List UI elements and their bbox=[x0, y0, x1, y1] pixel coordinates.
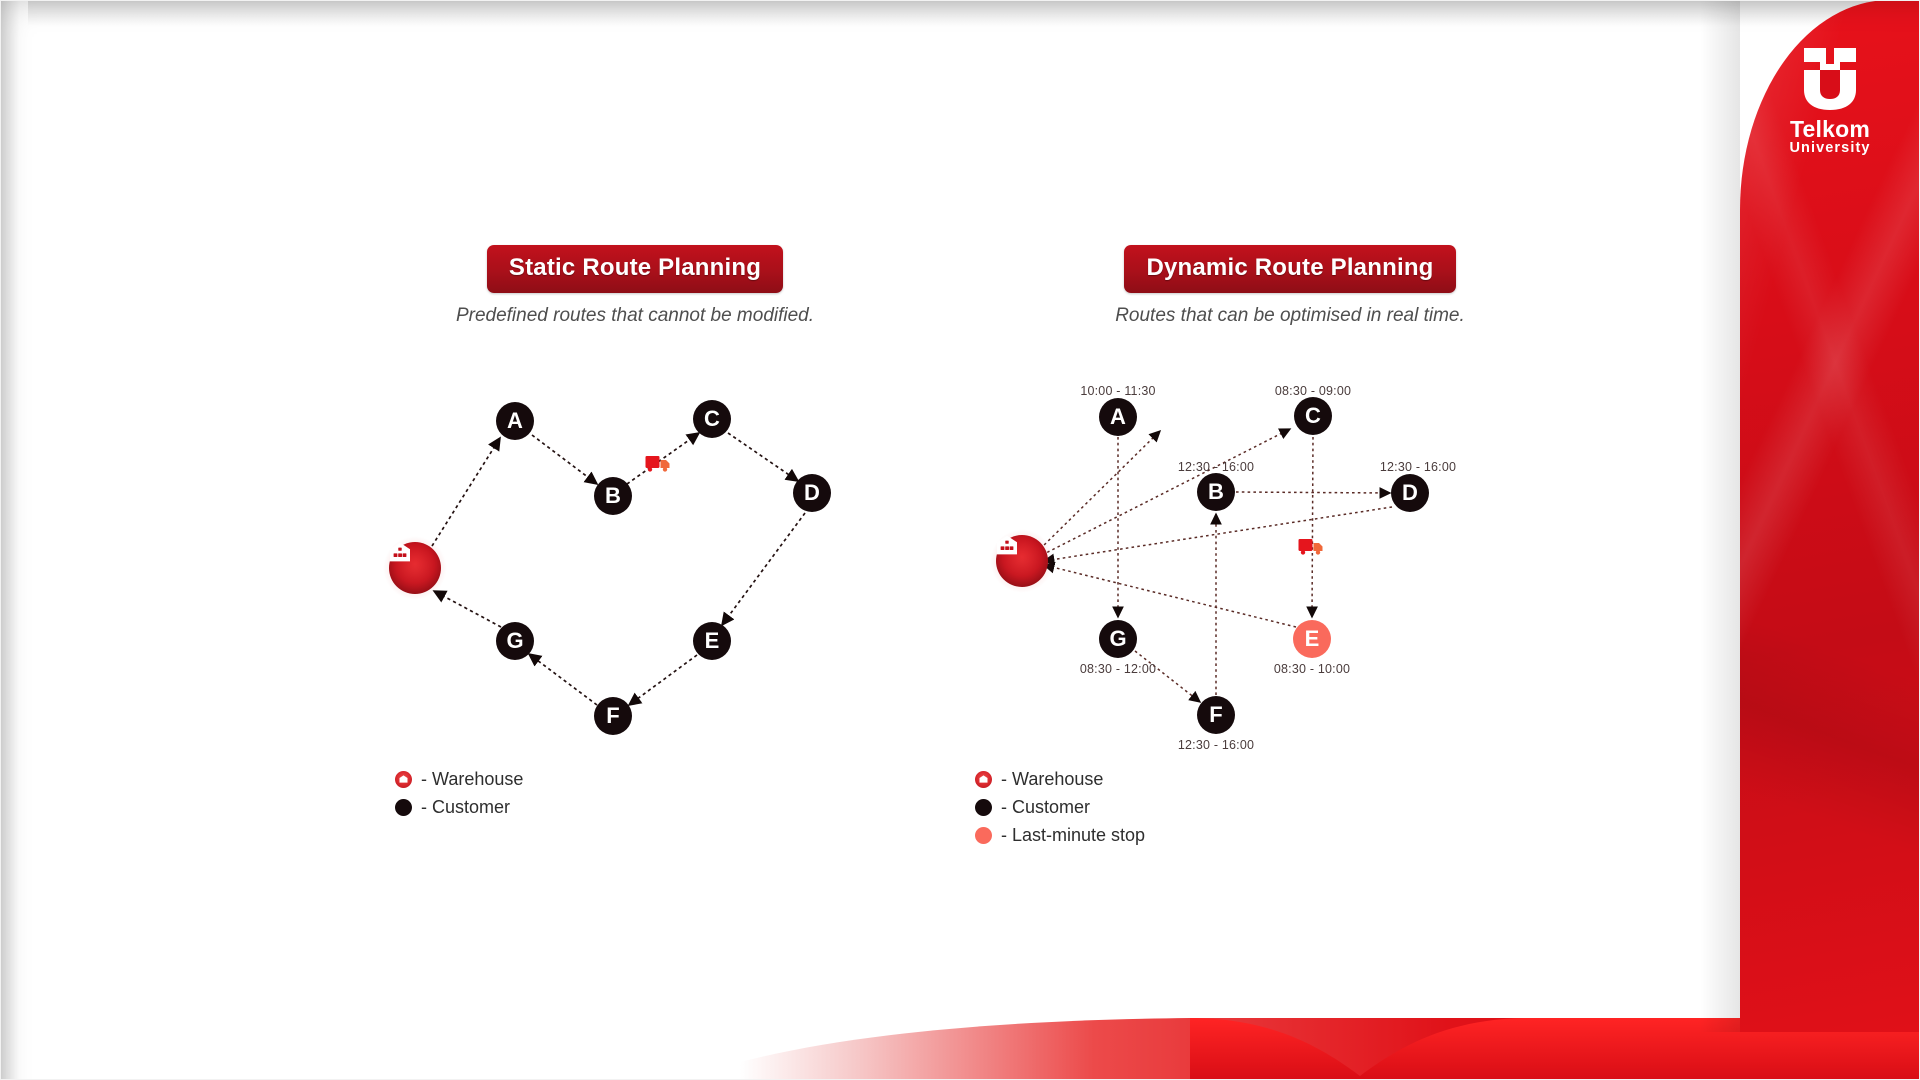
static-node-E[interactable]: E bbox=[693, 622, 731, 660]
warehouse-glow bbox=[382, 535, 448, 601]
static-node-C[interactable]: C bbox=[693, 400, 731, 438]
warehouse-icon bbox=[390, 542, 410, 562]
edge-E-W bbox=[1042, 561, 1297, 628]
bottom-ribbon bbox=[0, 950, 1920, 1080]
dynamic-route-panel: Dynamic Route Planning Routes that can b… bbox=[960, 245, 1620, 885]
edge-C-E bbox=[1306, 436, 1318, 619]
customer-dot-icon bbox=[975, 798, 992, 816]
static-edge-group bbox=[431, 432, 806, 707]
static-node-warehouse[interactable] bbox=[382, 535, 448, 601]
dynamic-edge-group bbox=[1039, 428, 1393, 703]
legend-item-customer: - Customer bbox=[395, 793, 523, 821]
slide-frame-left bbox=[0, 0, 28, 1080]
dynamic-node-B[interactable]: B bbox=[1197, 473, 1235, 511]
dynamic-title-badge: Dynamic Route Planning bbox=[1124, 245, 1456, 293]
edge-G-W bbox=[432, 590, 502, 628]
static-node-F[interactable]: F bbox=[594, 697, 632, 735]
dynamic-node-C[interactable]: C bbox=[1294, 397, 1332, 435]
static-title-row: Static Route Planning bbox=[355, 245, 915, 293]
legend-item-warehouse: - Warehouse bbox=[975, 765, 1145, 793]
legend-label-customer: - Customer bbox=[421, 796, 511, 817]
time-window-A: 10:00 - 11:30 bbox=[1080, 384, 1156, 398]
last-minute-dot-icon bbox=[975, 826, 992, 844]
static-route-graph: A B C D E F G bbox=[355, 353, 915, 753]
truck-icon bbox=[1298, 539, 1323, 555]
dynamic-node-D[interactable]: D bbox=[1391, 474, 1429, 512]
time-window-G: 08:30 - 12:00 bbox=[1079, 662, 1157, 676]
edge-G-F bbox=[1134, 650, 1202, 703]
legend-label-warehouse: - Warehouse bbox=[1001, 768, 1104, 789]
telkom-u-icon bbox=[1804, 48, 1856, 110]
dynamic-node-F[interactable]: F bbox=[1197, 696, 1235, 734]
legend-item-warehouse: - Warehouse bbox=[395, 765, 523, 793]
logo-text-telkom: Telkom bbox=[1789, 116, 1870, 142]
edge-W-A bbox=[431, 436, 501, 547]
static-node-A[interactable]: A bbox=[496, 402, 534, 440]
ribbon-shape bbox=[740, 1018, 1920, 1080]
time-window-B: 12:30 - 16:00 bbox=[1177, 460, 1255, 474]
warehouse-icon bbox=[997, 535, 1017, 555]
logo-text-university: University bbox=[1789, 140, 1871, 157]
static-route-panel: Static Route Planning Predefined routes … bbox=[355, 245, 915, 845]
edge-D-W bbox=[1042, 506, 1393, 566]
dynamic-title-row: Dynamic Route Planning bbox=[960, 245, 1620, 293]
static-title-badge: Static Route Planning bbox=[486, 245, 784, 293]
legend-label-warehouse: - Warehouse bbox=[421, 768, 524, 789]
legend-item-last-minute: - Last-minute stop bbox=[975, 821, 1145, 849]
dynamic-subtitle: Routes that can be optimised in real tim… bbox=[1115, 305, 1465, 326]
truck-icon bbox=[645, 456, 670, 472]
dynamic-node-E[interactable]: E bbox=[1293, 620, 1331, 658]
dynamic-node-warehouse[interactable] bbox=[989, 528, 1055, 594]
time-window-E: 08:30 - 10:00 bbox=[1273, 662, 1351, 676]
time-window-D: 12:30 - 16:00 bbox=[1379, 460, 1457, 474]
dynamic-route-graph: A B C D E F G 10:00 - 11:30 12:30 - 16:0… bbox=[960, 349, 1620, 789]
static-legend: - Warehouse - Customer bbox=[395, 765, 523, 821]
static-edges-svg bbox=[431, 432, 806, 707]
dynamic-edges-svg bbox=[1039, 428, 1393, 703]
edge-W-C bbox=[1041, 428, 1292, 556]
static-node-D[interactable]: D bbox=[793, 474, 831, 512]
edge-B-C bbox=[626, 432, 701, 485]
slide-frame-top bbox=[22, 0, 1920, 26]
legend-label-last-minute: - Last-minute stop bbox=[1001, 824, 1146, 845]
warehouse-icon bbox=[975, 770, 992, 788]
static-subtitle: Predefined routes that cannot be modifie… bbox=[455, 305, 815, 326]
banner-sheen bbox=[1740, 0, 1920, 1032]
telkom-logo: Telkom University bbox=[1772, 44, 1888, 157]
legend-label-customer: - Customer bbox=[1001, 796, 1091, 817]
customer-dot-icon bbox=[395, 798, 412, 816]
time-window-C: 08:30 - 09:00 bbox=[1274, 384, 1352, 398]
warehouse-icon bbox=[395, 770, 412, 788]
telkom-banner: Telkom University bbox=[1740, 0, 1920, 1032]
legend-item-customer: - Customer bbox=[975, 793, 1145, 821]
static-node-B[interactable]: B bbox=[594, 477, 632, 515]
edge-E-F bbox=[627, 654, 698, 707]
dynamic-legend: - Warehouse - Customer - Last-minute sto… bbox=[975, 765, 1145, 849]
edge-C-D bbox=[727, 432, 800, 482]
edge-F-G bbox=[527, 652, 598, 706]
edge-B-D bbox=[1235, 487, 1392, 499]
edge-W-A bbox=[1039, 429, 1162, 550]
static-node-G[interactable]: G bbox=[496, 622, 534, 660]
edge-D-E bbox=[720, 512, 806, 627]
banner-shadow bbox=[1700, 0, 1740, 1032]
edge-A-B bbox=[531, 434, 599, 486]
time-window-F: 12:30 - 16:00 bbox=[1177, 738, 1255, 752]
dynamic-node-G[interactable]: G bbox=[1099, 620, 1137, 658]
dynamic-node-A[interactable]: A bbox=[1099, 398, 1137, 436]
